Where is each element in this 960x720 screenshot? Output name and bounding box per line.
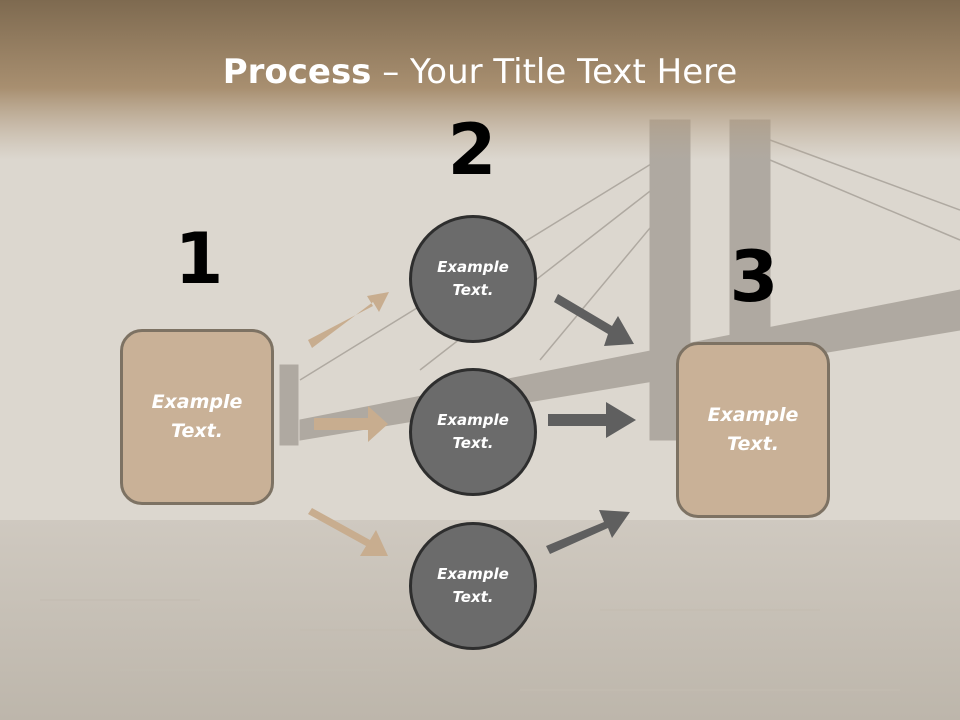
circle-top-text-line2: Text. <box>452 281 494 299</box>
circle-middle-text-line2: Text. <box>452 434 494 452</box>
step-number-3: 3 <box>729 236 779 318</box>
step-1-text-line2: Text. <box>171 420 223 442</box>
step-number-2: 2 <box>447 109 497 191</box>
step-number-1: 1 <box>174 218 224 300</box>
title-rest-part: – Your Title Text Here <box>371 52 738 92</box>
circle-bottom-text-line1: Example <box>437 565 509 583</box>
arrow-left-to-middle <box>314 406 388 442</box>
title-bold-part: Process <box>222 52 372 92</box>
step-2-circle-middle: Example Text. <box>409 368 537 496</box>
step-2-circle-bottom: Example Text. <box>409 522 537 650</box>
circle-bottom-text-line2: Text. <box>452 588 494 606</box>
step-3-box: Example Text. <box>676 342 830 518</box>
arrow-left-to-top <box>308 292 389 348</box>
circle-top-text-line1: Example <box>437 258 509 276</box>
step-3-text-line1: Example <box>707 404 799 426</box>
arrow-top-to-right <box>554 294 634 346</box>
arrow-bottom-to-right <box>546 510 630 554</box>
step-1-text-line1: Example <box>151 391 243 413</box>
step-1-box: Example Text. <box>120 329 274 505</box>
step-3-text-line2: Text. <box>727 433 779 455</box>
circle-middle-text-line1: Example <box>437 411 509 429</box>
step-2-circle-top: Example Text. <box>409 215 537 343</box>
arrow-middle-to-right <box>548 402 636 438</box>
slide-title: Process – Your Title Text Here <box>0 52 960 92</box>
arrow-left-to-bottom <box>308 508 388 556</box>
